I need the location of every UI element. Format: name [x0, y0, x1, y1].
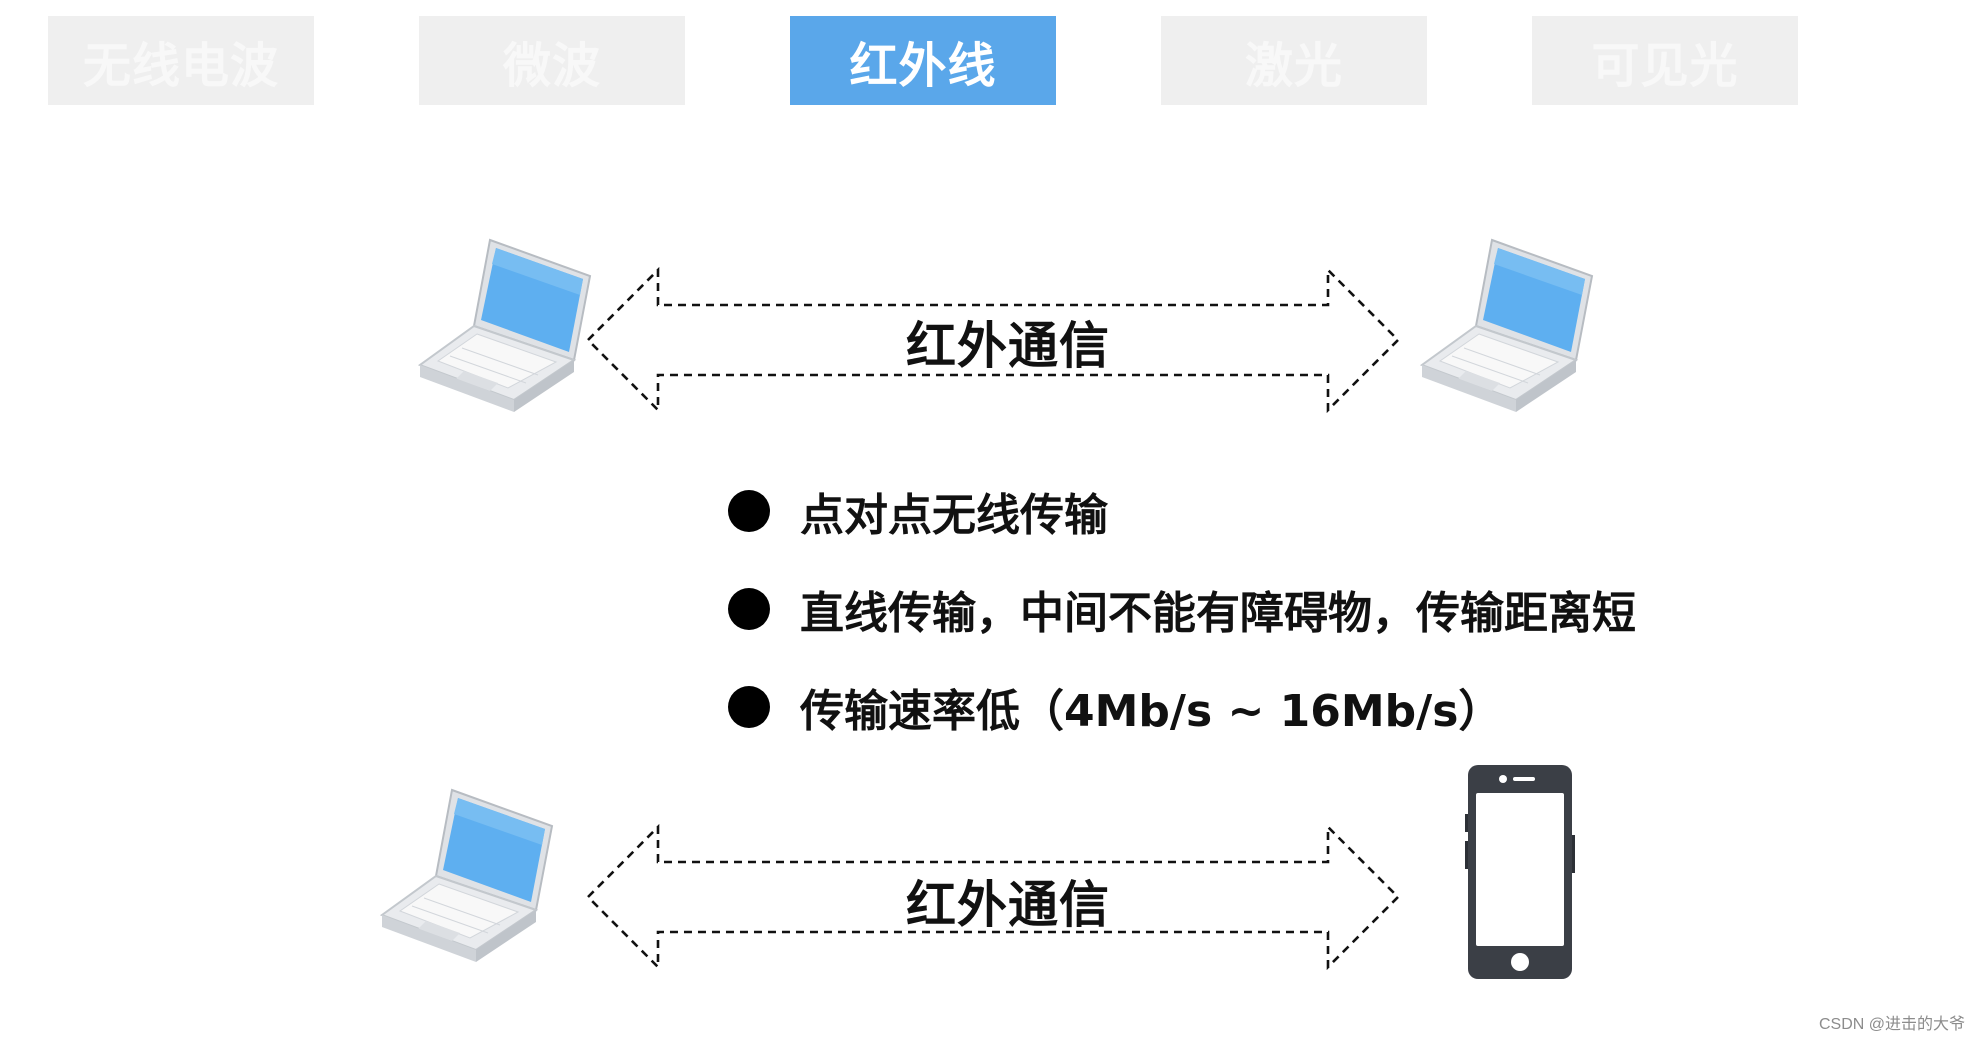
laptop-icon-top-left — [419, 239, 591, 413]
tab-microwave[interactable]: 微波 — [419, 16, 685, 105]
feature-list: 点对点无线传输 直线传输，中间不能有障碍物，传输距离短 传输速率低（4Mb/s … — [728, 462, 1768, 756]
feature-text: 直线传输，中间不能有障碍物，传输距离短 — [800, 588, 1636, 639]
csdn-watermark: CSDN @进击的大爷 — [1818, 1016, 1965, 1033]
feature-item: 点对点无线传输 — [728, 462, 1768, 560]
tab-laser[interactable]: 激光 — [1161, 16, 1427, 105]
smartphone-icon — [1465, 765, 1575, 979]
tab-visible-light[interactable]: 可见光 — [1532, 16, 1798, 105]
feature-text: 传输速率低（4Mb/s ~ 16Mb/s） — [800, 686, 1503, 737]
bullet-dot — [728, 686, 770, 728]
tab-radio-wave[interactable]: 无线电波 — [48, 16, 314, 105]
laptop-icon-top-right — [1421, 239, 1593, 413]
bottom-link-label: 红外通信 — [906, 876, 1110, 934]
bullet-dot — [728, 490, 770, 532]
laptop-icon-bottom-left — [381, 789, 553, 963]
feature-item: 传输速率低（4Mb/s ~ 16Mb/s） — [728, 658, 1768, 756]
feature-item: 直线传输，中间不能有障碍物，传输距离短 — [728, 560, 1768, 658]
tab-infrared[interactable]: 红外线 — [790, 16, 1056, 105]
feature-text: 点对点无线传输 — [800, 490, 1108, 541]
top-link-label: 红外通信 — [906, 317, 1110, 375]
bullet-dot — [728, 588, 770, 630]
